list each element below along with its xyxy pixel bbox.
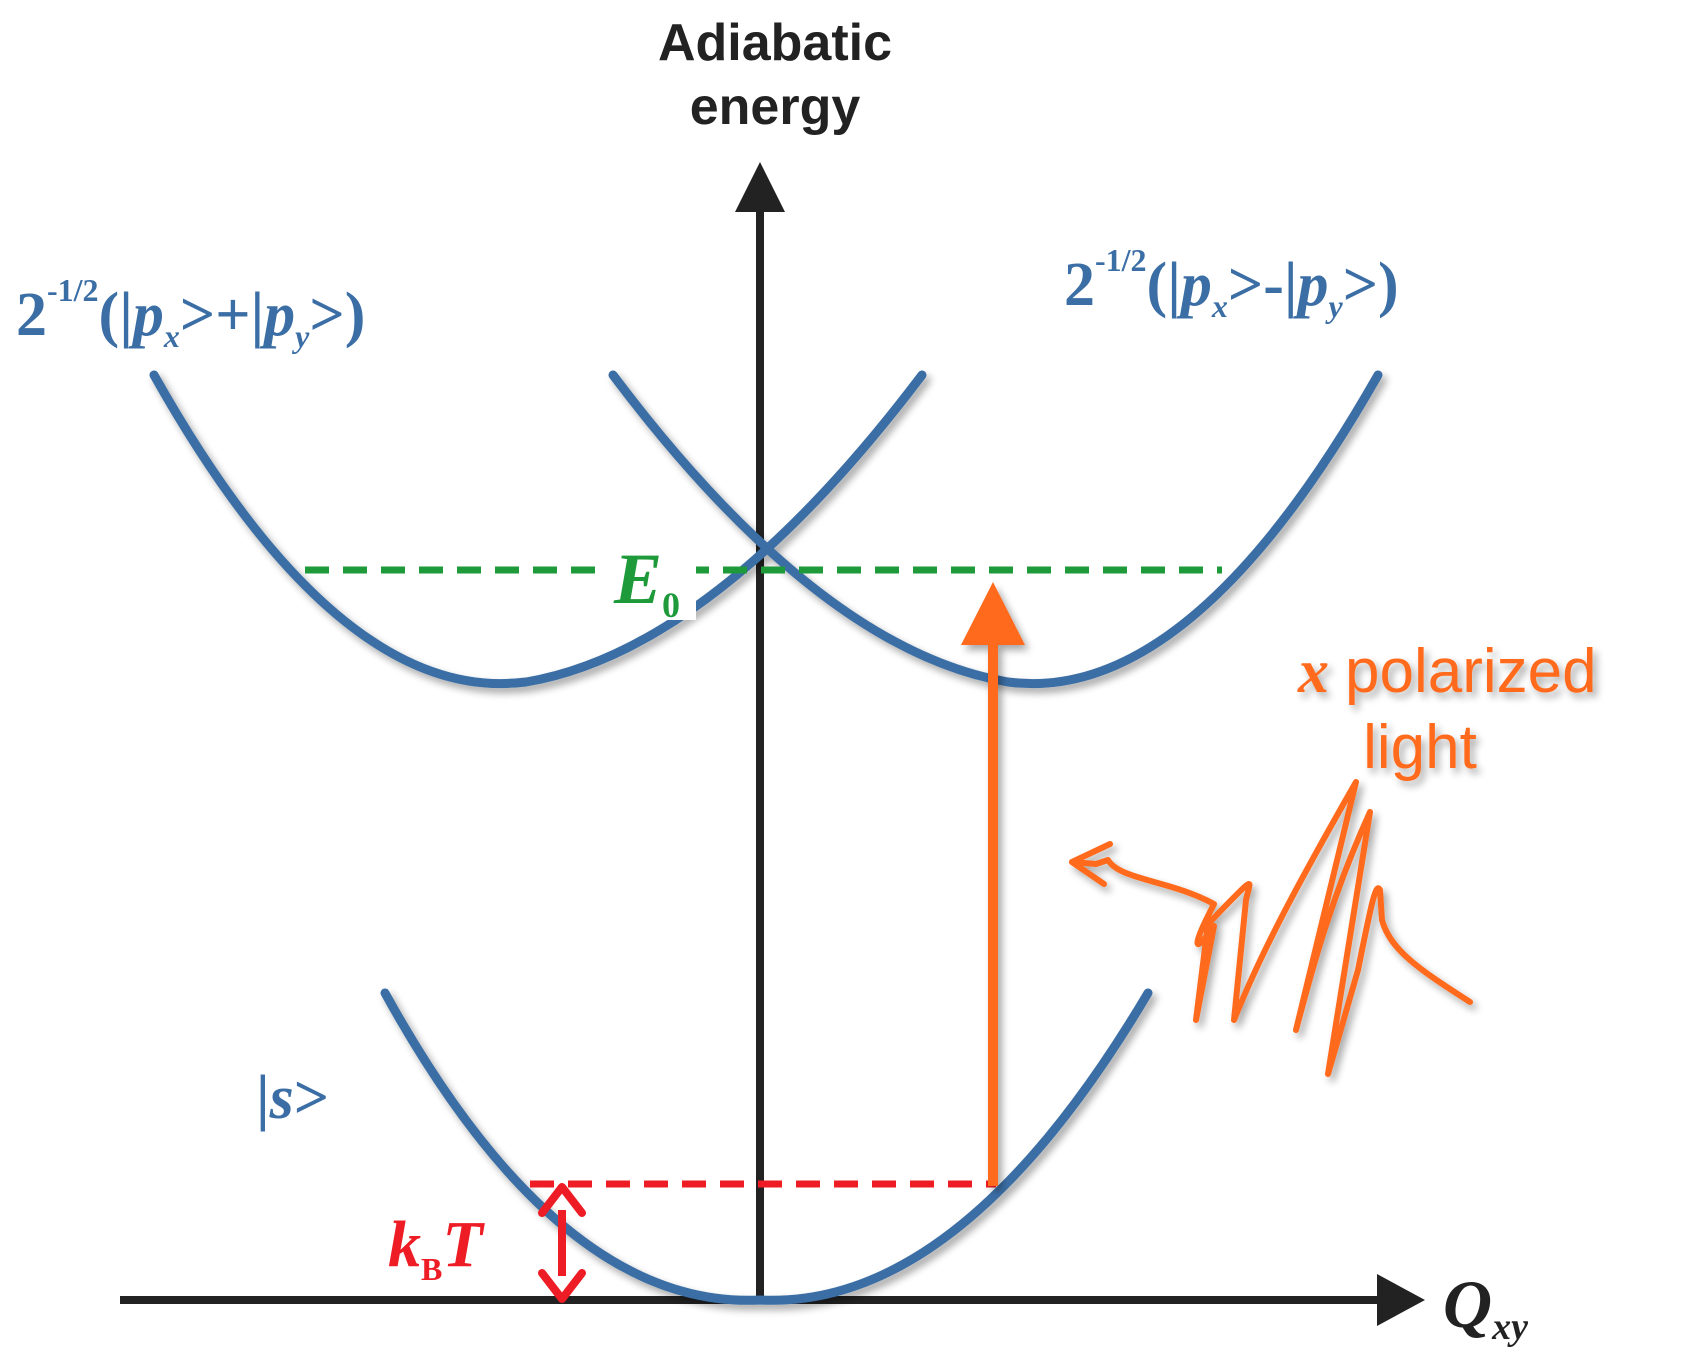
excitation-arrow-icon <box>961 582 1025 1186</box>
y-axis-label-line1: Adiabatic <box>658 14 892 72</box>
y-axis-arrow-icon <box>735 162 785 212</box>
light-label-line2: light <box>1363 713 1477 782</box>
ground-curve <box>380 988 1153 1305</box>
state-label-left: 2-1/2(|px>+|py>) <box>16 272 365 354</box>
potential-curves <box>149 370 1383 1305</box>
y-axis-label-line2: energy <box>690 78 861 136</box>
state-label-right: 2-1/2(|px>-|py>) <box>1064 242 1399 324</box>
light-wave-icon <box>1069 779 1473 1077</box>
y-axis-label: Adiabatic energy <box>658 14 892 136</box>
e0-label: E0 <box>613 539 680 625</box>
state-label-ground: |s> <box>256 1064 329 1132</box>
x-axis-arrow-icon <box>1377 1274 1425 1326</box>
upper-left-curve <box>149 370 927 689</box>
double-arrow-icon <box>538 1183 586 1303</box>
upper-right-curve <box>608 370 1383 689</box>
x-axis-label: Qxy <box>1443 1266 1528 1348</box>
e0-label-backing <box>608 536 696 620</box>
thermal-label: kBT <box>388 1208 485 1287</box>
